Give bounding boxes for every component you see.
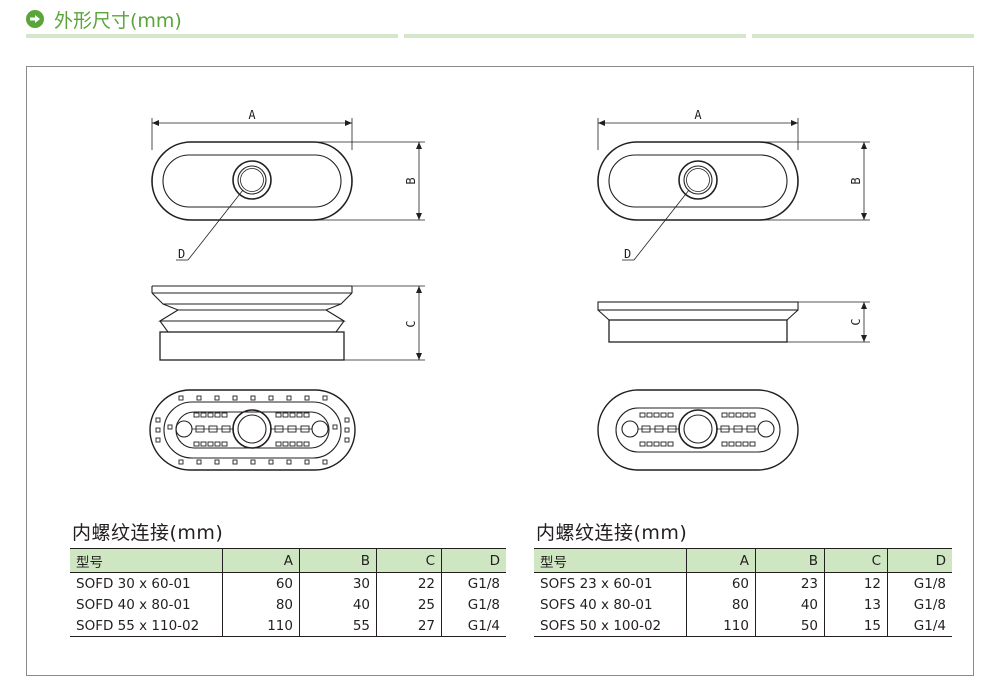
col-a: A xyxy=(222,548,300,573)
cell-model: SOFD 55 x 110-02 xyxy=(70,615,223,637)
left-spec-table: 型号 A B C D SOFD 30 x 60-01 60 30 22 G1/8… xyxy=(70,548,506,637)
drawing-frame xyxy=(26,66,974,676)
table-row: SOFD 30 x 60-01 60 30 22 G1/8 xyxy=(70,572,506,594)
dim-label-d-right: D xyxy=(624,247,631,261)
dim-label-b-right: B xyxy=(849,177,863,184)
cell-c: 15 xyxy=(824,615,888,637)
dim-label-d: D xyxy=(178,247,185,261)
section-header: 外形尺寸(mm) xyxy=(26,4,182,34)
col-b: B xyxy=(299,548,377,573)
dim-label-b: B xyxy=(404,177,418,184)
cell-a: 60 xyxy=(222,572,300,594)
col-b: B xyxy=(755,548,825,573)
cell-c: 27 xyxy=(376,615,442,637)
arrow-circle-icon xyxy=(26,10,44,28)
table-row: SOFS 50 x 100-02 110 50 15 G1/4 xyxy=(534,615,952,637)
header-divider xyxy=(26,34,974,38)
section-title: 外形尺寸(mm) xyxy=(54,9,182,32)
cell-c: 12 xyxy=(824,572,888,594)
cell-a: 110 xyxy=(222,615,300,637)
right-spec-table: 型号 A B C D SOFS 23 x 60-01 60 23 12 G1/8… xyxy=(534,548,952,637)
table-row: SOFD 55 x 110-02 110 55 27 G1/4 xyxy=(70,615,506,637)
cell-a: 80 xyxy=(222,594,300,615)
cell-model: SOFS 40 x 80-01 xyxy=(540,596,653,613)
technical-drawings: A B D C xyxy=(149,108,870,471)
col-c: C xyxy=(376,548,442,573)
cell-a: 60 xyxy=(686,572,756,594)
left-top-view: A B D xyxy=(151,108,425,261)
cell-c: 25 xyxy=(376,594,442,615)
left-side-view: C xyxy=(151,285,425,361)
cell-b: 55 xyxy=(299,615,377,637)
dim-label-c: C xyxy=(404,320,418,327)
cell-a: 110 xyxy=(686,615,756,637)
cell-c: 13 xyxy=(824,594,888,615)
col-c: C xyxy=(824,548,888,573)
table-header-row: 型号 A B C D xyxy=(534,548,952,573)
cell-d: G1/8 xyxy=(441,572,506,594)
cell-d: G1/8 xyxy=(441,594,506,615)
left-spec-table-section: 内螺纹连接(mm) 型号 A B C D SOFD 30 x 60-01 60 … xyxy=(70,518,506,637)
col-model: 型号 xyxy=(534,548,687,573)
cell-model: SOFD 30 x 60-01 xyxy=(76,575,191,592)
dim-label-c-right: C xyxy=(849,318,863,325)
left-bottom-view xyxy=(149,389,356,471)
col-a: A xyxy=(686,548,756,573)
cell-b: 40 xyxy=(755,594,825,615)
right-spec-table-section: 内螺纹连接(mm) 型号 A B C D SOFS 23 x 60-01 60 … xyxy=(534,518,952,637)
cell-b: 50 xyxy=(755,615,825,637)
cell-d: G1/8 xyxy=(887,572,952,594)
cell-b: 40 xyxy=(299,594,377,615)
cell-b: 30 xyxy=(299,572,377,594)
cell-a: 80 xyxy=(686,594,756,615)
cell-b: 23 xyxy=(755,572,825,594)
table-row: SOFS 23 x 60-01 60 23 12 G1/8 xyxy=(534,572,952,594)
right-side-view: C xyxy=(597,301,870,343)
cell-d: G1/8 xyxy=(887,594,952,615)
col-d: D xyxy=(441,548,506,573)
dim-label-a-right: A xyxy=(694,108,702,122)
right-top-view: A B D xyxy=(597,108,870,261)
cell-c: 22 xyxy=(376,572,442,594)
col-d: D xyxy=(887,548,952,573)
table-row: SOFD 40 x 80-01 80 40 25 G1/8 xyxy=(70,594,506,615)
cell-model: SOFS 50 x 100-02 xyxy=(534,615,687,637)
right-table-title: 内螺纹连接(mm) xyxy=(536,522,688,544)
cell-d: G1/4 xyxy=(887,615,952,637)
col-model: 型号 xyxy=(70,548,223,573)
cell-d: G1/4 xyxy=(441,615,506,637)
table-row: SOFS 40 x 80-01 80 40 13 G1/8 xyxy=(534,594,952,615)
cell-model: SOFS 23 x 60-01 xyxy=(540,575,653,592)
left-table-title: 内螺纹连接(mm) xyxy=(72,522,224,544)
dim-label-a: A xyxy=(248,108,256,122)
right-bottom-view xyxy=(597,389,799,471)
table-header-row: 型号 A B C D xyxy=(70,548,506,573)
cell-model: SOFD 40 x 80-01 xyxy=(76,596,191,613)
